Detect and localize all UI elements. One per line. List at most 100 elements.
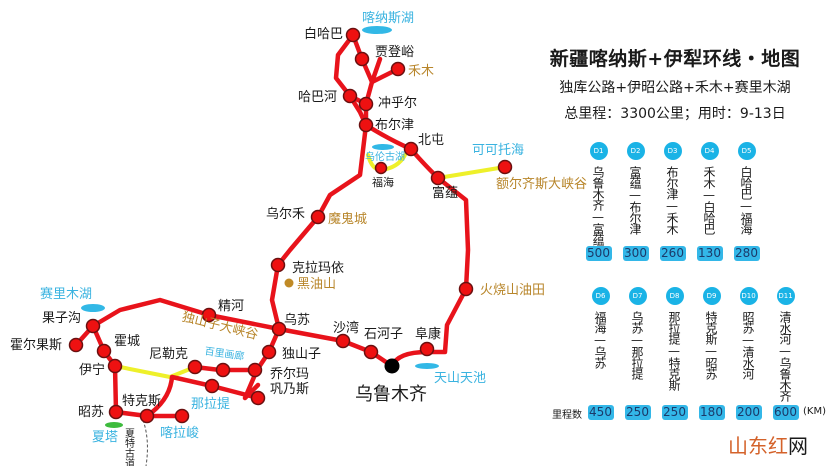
label-heiyoushan: 黑油山	[297, 277, 336, 292]
watermark: 山东红网	[728, 430, 808, 459]
day-km: 130	[696, 246, 723, 261]
node-beitun[interactable]	[403, 141, 419, 157]
day-route: 乌鲁木齐—富蕴	[591, 166, 605, 245]
label-eerqisi: 额尔齐斯大峡谷	[496, 176, 587, 192]
day-badge: D8	[665, 287, 684, 305]
day-km: 280	[733, 246, 760, 261]
node-jiadengyu[interactable]	[354, 51, 370, 67]
page-subtitle: 独库公路+伊昭公路+禾木+赛里木湖	[559, 80, 791, 96]
node-wusu[interactable]	[271, 321, 287, 337]
label-wusu: 乌苏	[284, 312, 310, 328]
node-huoerguosi[interactable]	[68, 337, 84, 353]
itinerary-row-2: D6 福海—乌苏 450 D7 乌苏—那拉提 250 D8 那拉提—特克斯 25…	[582, 287, 804, 422]
label-zhaosu: 昭苏	[78, 404, 104, 420]
node-nileke-1[interactable]	[187, 359, 203, 375]
day-item-d10[interactable]: D10 昭苏—清水河 200	[730, 287, 767, 422]
xiata-green-shape	[105, 422, 123, 428]
day-km: 300	[622, 246, 649, 261]
node-fuhai[interactable]	[374, 161, 388, 175]
node-tekesi[interactable]	[139, 408, 155, 424]
node-jinghe[interactable]	[201, 307, 217, 323]
label-jinghe: 精河	[218, 299, 244, 314]
day-item-d4[interactable]: D4 禾木—白哈巴 130	[691, 142, 728, 262]
wulungu-lake-shape	[372, 144, 394, 150]
label-beitun: 北屯	[418, 133, 444, 148]
page-title: 新疆喀纳斯+伊犁环线・地图	[549, 48, 801, 70]
day-badge: D5	[737, 142, 756, 160]
day-km: 600	[772, 405, 799, 420]
label-dushanzi: 独山子	[282, 347, 321, 362]
tianchi-lake-shape	[415, 363, 439, 369]
day-badge: D3	[663, 142, 682, 160]
node-buerjin[interactable]	[358, 117, 374, 133]
node-hemu[interactable]	[390, 61, 406, 77]
node-huocheng[interactable]	[96, 343, 112, 359]
day-item-d2[interactable]: D2 富蕴—布尔津 300	[617, 142, 654, 262]
label-shawan: 沙湾	[333, 320, 359, 336]
node-nalati[interactable]	[204, 378, 220, 394]
node-huoshaoshan[interactable]	[458, 281, 474, 297]
label-chonghuer: 冲乎尔	[378, 96, 417, 111]
node-guozigou[interactable]	[85, 318, 101, 334]
day-route: 清水河—乌鲁木齐	[778, 311, 792, 401]
day-badge: D1	[589, 142, 608, 160]
node-urumqi[interactable]	[384, 358, 400, 374]
node-kalajun[interactable]	[174, 408, 190, 424]
label-baihaba: 白哈巴	[304, 26, 343, 42]
day-item-d9[interactable]: D9 特克斯—昭苏 180	[693, 287, 730, 422]
day-km: 180	[698, 405, 725, 420]
label-kalajun: 喀拉峻	[160, 425, 199, 441]
sailimu-lake-shape	[81, 304, 105, 312]
label-wulungu: 乌伦古湖	[365, 150, 405, 163]
label-dushanzi-canyon: 独山子大峡谷	[180, 310, 259, 343]
xiate-trail-line	[142, 419, 148, 466]
day-item-d11[interactable]: D11 清水河—乌鲁木齐 600	[767, 287, 804, 422]
node-fuyun[interactable]	[430, 170, 446, 186]
label-huoerguosi: 霍尔果斯	[10, 338, 62, 353]
day-route: 那拉提—特克斯	[667, 311, 681, 390]
day-route: 乌苏—那拉提	[630, 311, 644, 379]
node-nileke-2[interactable]	[215, 362, 231, 378]
label-fuhai: 福海	[372, 175, 394, 189]
node-kelamayi[interactable]	[270, 257, 286, 273]
day-item-d6[interactable]: D6 福海—乌苏 450	[582, 287, 619, 422]
node-gongnaisi[interactable]	[250, 390, 266, 406]
node-dushanzi[interactable]	[261, 344, 277, 360]
label-fuyun: 富蕴	[432, 185, 458, 201]
label-fukang: 阜康	[415, 326, 441, 342]
day-km: 450	[587, 405, 614, 420]
label-yining: 伊宁	[79, 362, 105, 378]
node-habahe[interactable]	[342, 88, 358, 104]
kanasi-lake-shape	[362, 26, 392, 34]
node-shawan[interactable]	[335, 333, 351, 349]
node-yining[interactable]	[107, 358, 123, 374]
node-zhaosu[interactable]	[108, 404, 124, 420]
node-baihaba[interactable]	[345, 27, 361, 43]
day-km: 500	[585, 246, 612, 261]
day-item-d5[interactable]: D5 白哈巴—福海 280	[728, 142, 765, 262]
label-kanasi: 喀纳斯湖	[362, 10, 414, 26]
node-shihezi[interactable]	[363, 344, 379, 360]
label-jiadengyu: 贾登峪	[375, 45, 414, 60]
day-badge: D9	[702, 287, 721, 305]
day-item-d7[interactable]: D7 乌苏—那拉提 250	[619, 287, 656, 422]
day-badge: D10	[739, 287, 758, 305]
day-route: 禾木—白哈巴	[702, 166, 716, 234]
day-badge: D4	[700, 142, 719, 160]
day-item-d8[interactable]: D8 那拉提—特克斯 250	[656, 287, 693, 422]
node-qiaoerma[interactable]	[247, 362, 263, 378]
page-summary: 总里程：3300公里；用时：9-13日	[564, 106, 786, 122]
label-gongnaisi: 巩乃斯	[270, 382, 309, 397]
label-sailimu: 赛里木湖	[40, 286, 92, 302]
node-keketuohai[interactable]	[497, 159, 513, 175]
day-item-d1[interactable]: D1 乌鲁木齐—富蕴 500	[580, 142, 617, 262]
label-keketuohai: 可可托海	[472, 143, 524, 158]
node-fukang[interactable]	[419, 341, 435, 357]
node-chonghuer[interactable]	[358, 96, 374, 112]
route-lines	[73, 32, 471, 419]
label-huoshaoshan: 火烧山油田	[480, 283, 545, 298]
day-route: 特克斯—昭苏	[704, 311, 718, 379]
km-unit-label: (KM)	[803, 406, 826, 417]
day-item-d3[interactable]: D3 布尔津—禾木 260	[654, 142, 691, 262]
node-wuerhe[interactable]	[310, 209, 326, 225]
